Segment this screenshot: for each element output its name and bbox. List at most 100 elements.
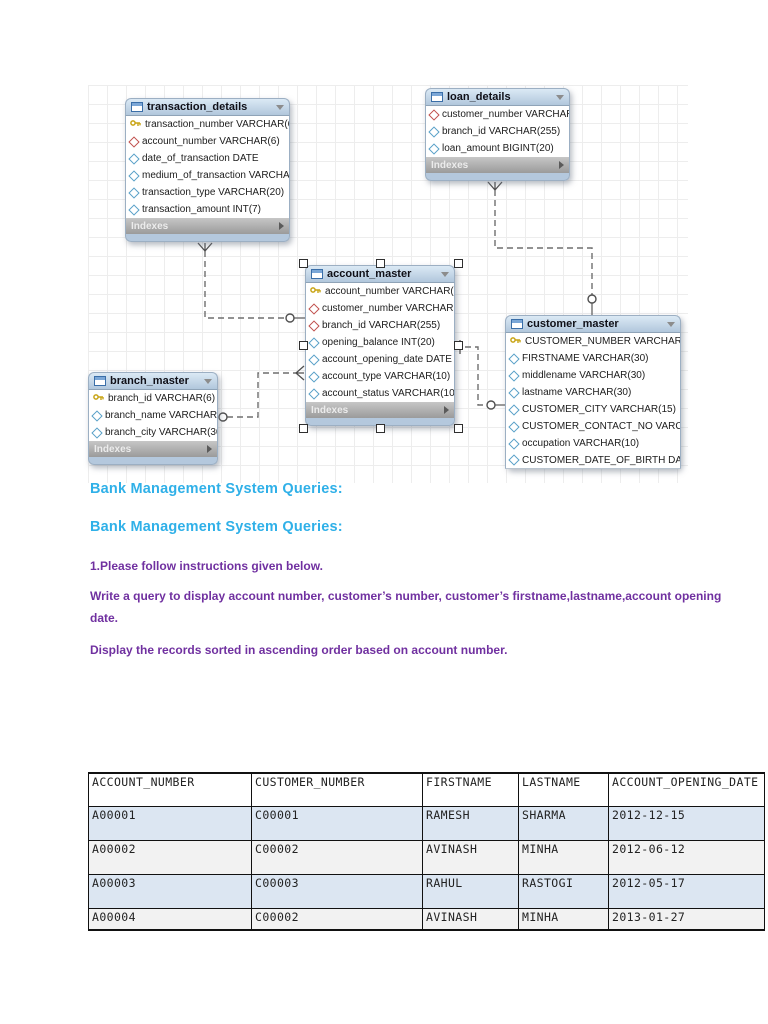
column-row: branch_id VARCHAR(255)	[425, 123, 570, 140]
column-label: middlename VARCHAR(30)	[522, 370, 646, 381]
entity-title: transaction_details	[147, 101, 248, 113]
result-data-cell: A00002	[88, 839, 252, 875]
column-icon	[508, 386, 520, 399]
entity-title-bar[interactable]: branch_master	[88, 372, 218, 390]
selection-handle[interactable]	[299, 341, 308, 350]
result-data-cell: RASTOGI	[518, 873, 609, 909]
result-data-cell: 2012-05-17	[608, 873, 765, 909]
column-row: occupation VARCHAR(10)	[505, 435, 681, 452]
result-data-cell: A00001	[88, 805, 252, 841]
column-row: FIRSTNAME VARCHAR(30)	[505, 350, 681, 367]
selection-handle[interactable]	[376, 259, 385, 268]
collapse-arrow-icon[interactable]	[556, 94, 564, 100]
column-row: CUSTOMER_CONTACT_NO VARCHAR(10)	[505, 418, 681, 435]
table-icon	[94, 376, 106, 386]
column-label: transaction_number VARCHAR(6)	[145, 119, 290, 130]
column-label: loan_amount BIGINT(20)	[442, 143, 554, 154]
indexes-bar[interactable]: Indexes	[125, 218, 290, 234]
column-label: account_opening_date DATE	[322, 354, 452, 365]
foreign-key-icon	[308, 319, 320, 332]
column-label: medium_of_transaction VARCHAR(20)	[142, 170, 290, 181]
expand-indexes-icon[interactable]	[207, 445, 212, 453]
collapse-arrow-icon[interactable]	[667, 321, 675, 327]
indexes-bar[interactable]: Indexes	[88, 441, 218, 457]
column-row: branch_id VARCHAR(255)	[305, 317, 455, 334]
indexes-bar[interactable]: Indexes	[425, 157, 570, 173]
result-data-cell: 2012-06-12	[608, 839, 765, 875]
column-row: lastname VARCHAR(30)	[505, 384, 681, 401]
entity-table-loan_details: loan_details customer_number VARCHAR(255)…	[425, 88, 570, 181]
column-label: branch_id VARCHAR(255)	[442, 126, 561, 137]
entity-table-branch_master: branch_master branch_id VARCHAR(6) branch_…	[88, 372, 218, 465]
column-row: account_type VARCHAR(10)	[305, 368, 455, 385]
selection-handle[interactable]	[376, 424, 385, 433]
selection-handle[interactable]	[454, 341, 463, 350]
column-label: FIRSTNAME VARCHAR(30)	[522, 353, 649, 364]
entity-footer-strip	[425, 173, 570, 181]
entity-footer-strip	[125, 234, 290, 242]
entity-title-bar[interactable]: transaction_details	[125, 98, 290, 116]
result-data-cell: C00003	[251, 873, 423, 909]
result-header-cell: ACCOUNT_OPENING_DATE	[608, 772, 765, 807]
indexes-bar[interactable]: Indexes	[305, 402, 455, 418]
column-label: customer_number VARCHAR(255)	[322, 303, 454, 314]
foreign-key-icon	[308, 302, 320, 315]
column-icon	[128, 169, 140, 182]
heading-bank-queries-1: Bank Management System Queries:	[90, 481, 343, 497]
optional-circle-icon	[218, 294, 597, 422]
column-icon	[308, 387, 320, 400]
selection-handle[interactable]	[299, 424, 308, 433]
entity-title: account_master	[327, 268, 412, 280]
expand-indexes-icon[interactable]	[279, 222, 284, 230]
expand-indexes-icon[interactable]	[444, 406, 449, 414]
entity-title-bar[interactable]: customer_master	[505, 315, 681, 333]
selection-handle[interactable]	[454, 424, 463, 433]
column-icon	[128, 203, 140, 216]
column-row: customer_number VARCHAR(255)	[425, 106, 570, 123]
column-icon	[508, 437, 520, 450]
column-label: account_number VARCHAR(6)	[142, 136, 280, 147]
indexes-label: Indexes	[431, 159, 469, 171]
primary-key-icon	[93, 394, 104, 400]
column-icon	[508, 369, 520, 382]
primary-key-icon	[510, 335, 521, 348]
result-data-cell: C00002	[251, 907, 423, 931]
result-data-cell: 2013-01-27	[608, 907, 765, 931]
result-header-cell: FIRSTNAME	[422, 772, 519, 807]
column-row: account_opening_date DATE	[305, 351, 455, 368]
column-row: middlename VARCHAR(30)	[505, 367, 681, 384]
entity-title: loan_details	[447, 91, 511, 103]
collapse-arrow-icon[interactable]	[276, 104, 284, 110]
collapse-arrow-icon[interactable]	[204, 378, 212, 384]
primary-key-icon	[310, 287, 321, 293]
column-label: branch_city VARCHAR(30)	[105, 427, 218, 438]
entity-footer-strip	[88, 457, 218, 465]
column-row: transaction_type VARCHAR(20)	[125, 184, 290, 201]
primary-key-icon	[93, 392, 104, 405]
column-icon	[308, 336, 320, 349]
column-row: loan_amount BIGINT(20)	[425, 140, 570, 157]
result-header-cell: ACCOUNT_NUMBER	[88, 772, 252, 807]
column-row: customer_number VARCHAR(255)	[305, 300, 455, 317]
entity-title-bar[interactable]: loan_details	[425, 88, 570, 106]
collapse-arrow-icon[interactable]	[441, 271, 449, 277]
column-row: opening_balance INT(20)	[305, 334, 455, 351]
selection-handle[interactable]	[299, 259, 308, 268]
column-label: branch_id VARCHAR(6)	[108, 393, 216, 404]
column-row: transaction_amount INT(7)	[125, 201, 290, 218]
column-label: account_status VARCHAR(10)	[322, 388, 455, 399]
column-label: account_type VARCHAR(10)	[322, 371, 451, 382]
column-icon	[91, 409, 103, 422]
column-label: customer_number VARCHAR(255)	[442, 109, 569, 120]
result-data-cell: C00001	[251, 805, 423, 841]
relationship-connectors	[197, 181, 597, 422]
result-data-cell: A00004	[88, 907, 252, 931]
column-label: CUSTOMER_NUMBER VARCHAR(6)	[525, 336, 681, 347]
expand-indexes-icon[interactable]	[559, 161, 564, 169]
column-icon	[91, 426, 103, 439]
selection-handle[interactable]	[454, 259, 463, 268]
result-data-cell: C00002	[251, 839, 423, 875]
primary-key-icon	[130, 120, 141, 126]
